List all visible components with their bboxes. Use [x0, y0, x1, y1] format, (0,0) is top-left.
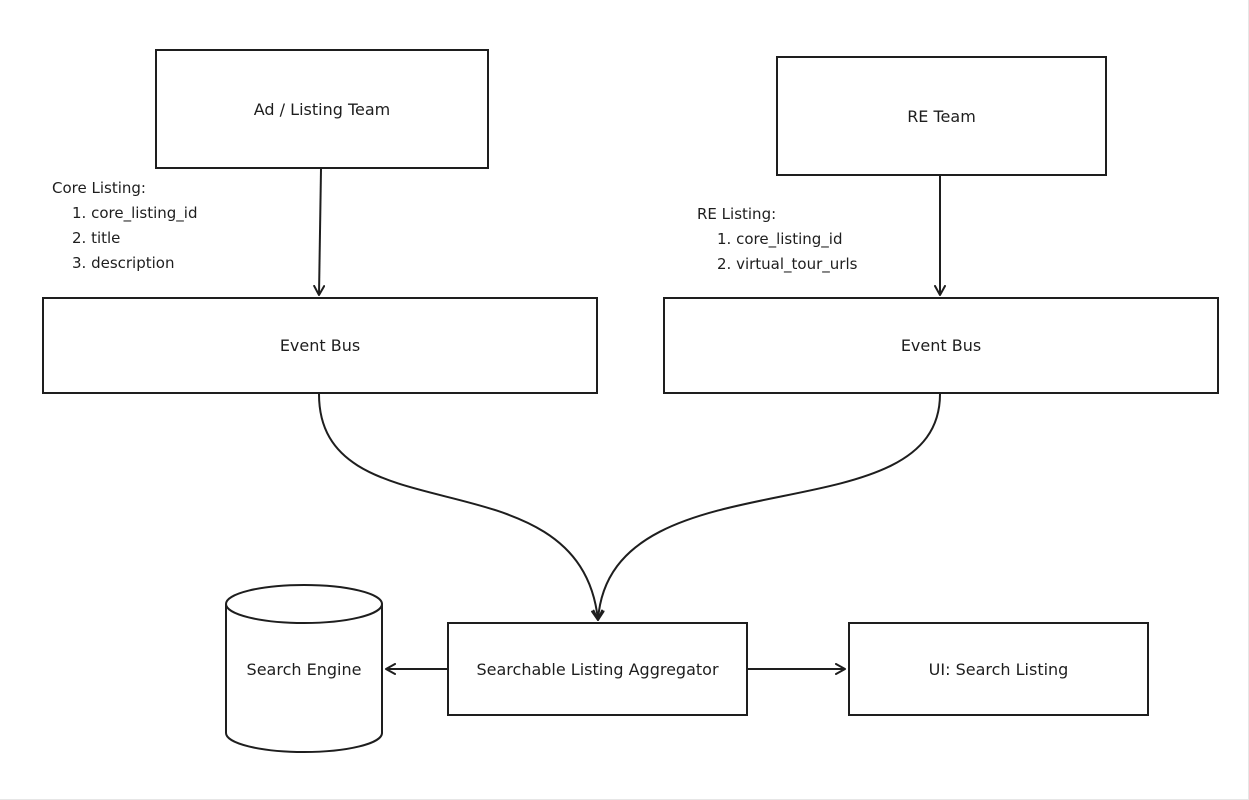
- ad-listing-team-node[interactable]: Ad / Listing Team: [155, 49, 489, 169]
- core-listing-item: 3. description: [72, 254, 175, 272]
- event-bus-left-label: Event Bus: [279, 336, 361, 355]
- arrow-ad-team-to-event-bus: [313, 168, 326, 296]
- arrow-event-bus-left-to-aggregator: [318, 393, 604, 621]
- re-listing-title: RE Listing:: [697, 205, 777, 223]
- re-listing-note: RE Listing: 1. core_listing_id 2. virtua…: [697, 202, 857, 277]
- re-listing-item: 1. core_listing_id: [717, 230, 843, 248]
- ad-listing-team-label: Ad / Listing Team: [253, 99, 391, 119]
- event-bus-right-node[interactable]: Event Bus: [663, 297, 1219, 394]
- core-listing-note: Core Listing: 1. core_listing_id 2. titl…: [52, 176, 198, 276]
- search-engine-cylinder: [225, 584, 383, 753]
- core-listing-item: 1. core_listing_id: [72, 204, 198, 222]
- re-team-label: RE Team: [907, 106, 976, 126]
- core-listing-item: 2. title: [72, 229, 121, 247]
- event-bus-right-label: Event Bus: [900, 336, 982, 355]
- aggregator-label: Searchable Listing Aggregator: [476, 659, 719, 679]
- ui-search-listing-node[interactable]: UI: Search Listing: [848, 622, 1149, 716]
- re-team-node[interactable]: RE Team: [776, 56, 1107, 176]
- re-listing-item: 2. virtual_tour_urls: [717, 255, 858, 273]
- core-listing-title: Core Listing:: [52, 179, 146, 197]
- event-bus-left-node[interactable]: Event Bus: [42, 297, 598, 394]
- aggregator-node[interactable]: Searchable Listing Aggregator: [447, 622, 748, 716]
- arrow-event-bus-right-to-aggregator: [592, 393, 941, 621]
- ui-search-listing-label: UI: Search Listing: [928, 659, 1069, 679]
- search-engine-label: Search Engine: [246, 659, 362, 679]
